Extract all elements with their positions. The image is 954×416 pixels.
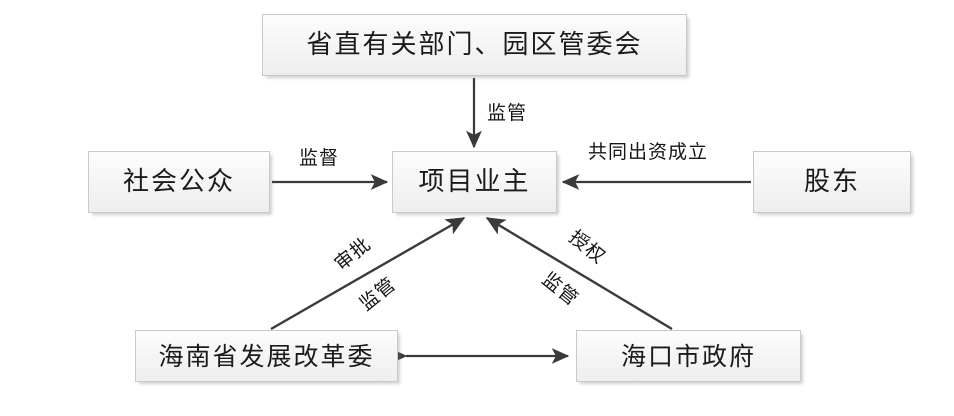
- edge-label-gov-owner-supervise: 监管: [537, 268, 583, 311]
- edge-label-dept-owner: 监管: [487, 102, 528, 124]
- node-haikou-municipal-government[interactable]: 海口市政府: [576, 330, 801, 382]
- node-hainan-development-reform-commission[interactable]: 海南省发展改革委: [135, 330, 398, 382]
- edge-label-share-owner: 共同出资成立: [588, 141, 709, 163]
- node-public[interactable]: 社会公众: [88, 151, 270, 213]
- edge-label-public-owner: 监督: [299, 147, 340, 169]
- edge-label-ndrc-owner-approve: 审批: [330, 233, 376, 276]
- node-shareholders[interactable]: 股东: [753, 151, 911, 213]
- edge-label-gov-owner-authorize: 授权: [564, 226, 610, 269]
- node-provincial-departments[interactable]: 省直有关部门、园区管委会: [262, 14, 687, 76]
- node-project-owner[interactable]: 项目业主: [392, 151, 557, 213]
- edge-label-ndrc-owner-supervise: 监管: [355, 273, 401, 316]
